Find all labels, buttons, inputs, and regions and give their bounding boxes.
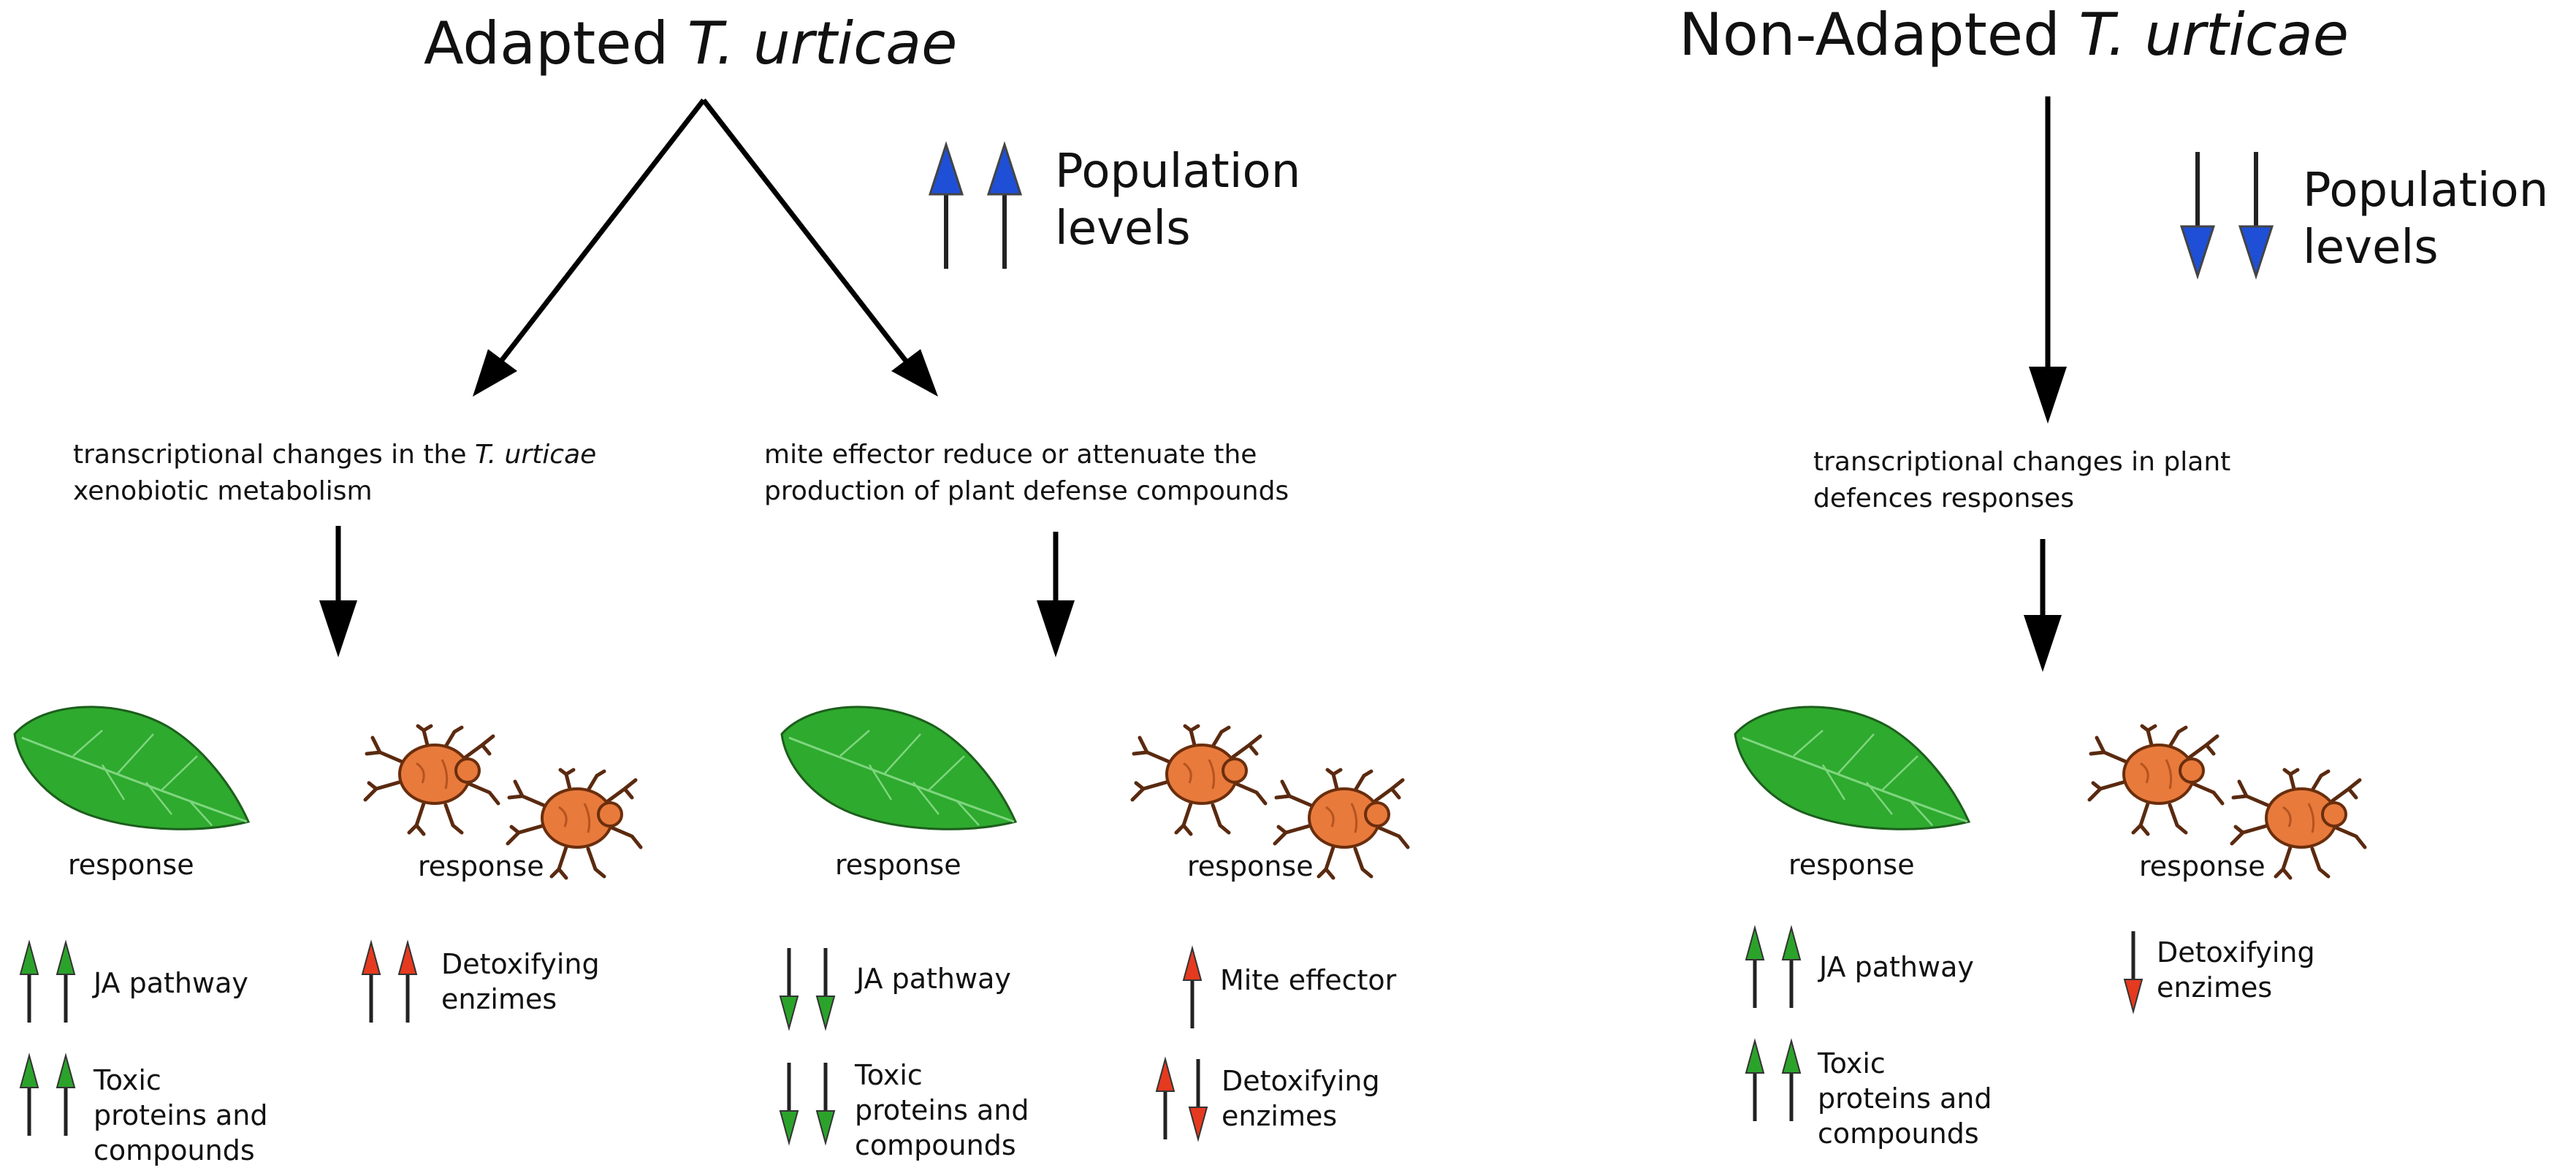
- mite-response-label: response: [418, 850, 544, 882]
- toxic-compounds-label: Toxic proteins and compounds: [855, 1059, 1029, 1161]
- population-down-arrow: [2240, 152, 2272, 276]
- increase-arrow: [57, 942, 75, 1023]
- spider-mite-icon: [365, 726, 498, 834]
- population-up-arrow: [988, 145, 1021, 269]
- decrease-arrow: [817, 948, 834, 1028]
- adapted-title-species: T. urticae: [687, 9, 958, 77]
- increase-arrow: [1746, 928, 1764, 1008]
- decrease-arrow: [780, 948, 798, 1028]
- leaf-icon: [780, 706, 1017, 830]
- decrease-arrow: [817, 1063, 834, 1143]
- plant-response-label: response: [68, 849, 194, 881]
- increase-arrow: [1783, 928, 1800, 1008]
- decrease-arrow: [2125, 931, 2142, 1012]
- increase-arrow: [1184, 948, 1201, 1028]
- ja-pathway-label: JA pathway: [856, 963, 1011, 995]
- population-up-arrow: [930, 145, 962, 269]
- toxic-compounds-label: Toxic proteins and compounds: [1818, 1047, 1992, 1150]
- leaf-icon: [1734, 706, 1970, 830]
- left-description-prefix: transcriptional changes in the: [73, 440, 475, 470]
- increase-arrow: [1156, 1059, 1174, 1139]
- mite-response-label: response: [1187, 850, 1314, 882]
- nonadapted-title-prefix: Non-Adapted: [1679, 1, 2079, 69]
- adapted-title: Adapted T. urticae: [424, 15, 957, 73]
- nonadapted-title-species: T. urticae: [2078, 1, 2349, 69]
- adapted-title-prefix: Adapted: [424, 9, 687, 77]
- nonadapted-title: Non-Adapted T. urticae: [1679, 6, 2349, 64]
- plant-response-label: response: [1788, 849, 1915, 881]
- increase-arrow: [362, 942, 380, 1023]
- detoxifying-enzymes-label: Detoxifying enzimes: [2157, 936, 2315, 1004]
- left-description-line2: xenobiotic metabolism: [73, 476, 373, 506]
- detoxifying-enzymes-label: Detoxifying enzimes: [1222, 1065, 1380, 1132]
- left-description: transcriptional changes in the T. urtica…: [73, 437, 596, 510]
- flow-arrows: [319, 96, 2067, 672]
- spider-mite-icon: [1132, 726, 1265, 834]
- spider-mite-icon: [2089, 726, 2222, 834]
- left-description-species: T. urticae: [474, 440, 597, 470]
- detoxifying-enzymes-label: Detoxifying enzimes: [441, 948, 600, 1015]
- right-description: transcriptional changes in plant defence…: [1813, 447, 2231, 513]
- mite-response-label: response: [2139, 850, 2266, 882]
- mite-effector-label: Mite effector: [1220, 964, 1397, 996]
- population-down-arrow: [2181, 152, 2214, 276]
- increase-arrow: [57, 1055, 75, 1136]
- increase-arrow: [20, 1055, 38, 1136]
- population-levels-nonadapted: Population levels: [2303, 164, 2549, 275]
- plant-response-label: response: [835, 849, 961, 881]
- increase-arrow: [1783, 1041, 1800, 1121]
- ja-pathway-label: JA pathway: [94, 967, 248, 999]
- increase-arrow: [1746, 1041, 1764, 1121]
- increase-arrow: [399, 942, 416, 1023]
- increase-arrow: [20, 942, 38, 1023]
- ja-pathway-label: JA pathway: [1819, 951, 1974, 983]
- toxic-compounds-label: Toxic proteins and compounds: [94, 1064, 268, 1166]
- leaf-icon: [13, 706, 250, 830]
- decrease-arrow: [780, 1063, 798, 1143]
- middle-description: mite effector reduce or attenuate the pr…: [764, 440, 1289, 506]
- decrease-arrow: [1189, 1059, 1207, 1139]
- population-levels-adapted: Population levels: [1055, 145, 1301, 256]
